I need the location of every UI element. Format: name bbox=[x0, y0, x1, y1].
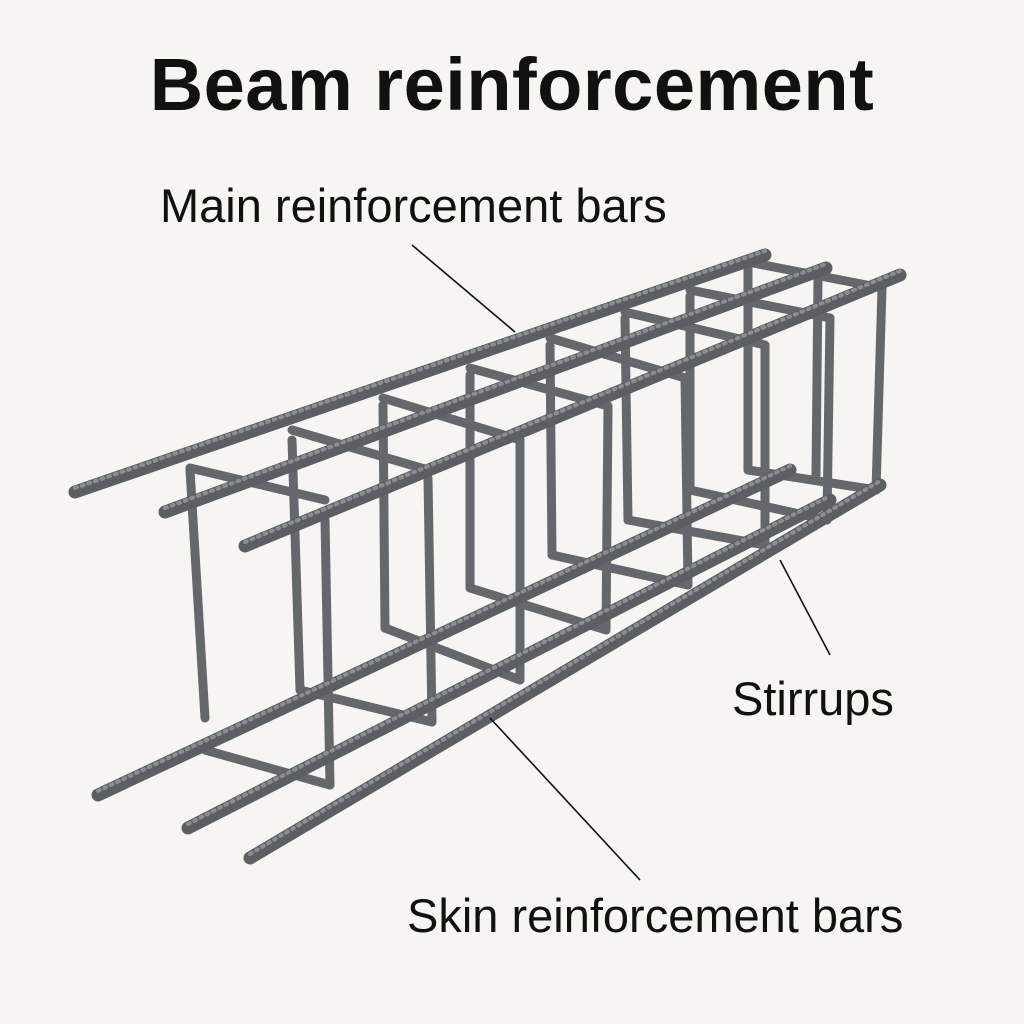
leader-lines bbox=[411, 244, 831, 881]
bottom-longitudinal-bars bbox=[91, 463, 887, 865]
skin-reinforcement-bars-label: Skin reinforcement bars bbox=[407, 889, 904, 942]
skin-bars-leader-line bbox=[489, 717, 641, 881]
top-longitudinal-bars bbox=[68, 248, 907, 553]
rebar-cage bbox=[68, 248, 907, 865]
main-bars-leader-line bbox=[411, 244, 516, 333]
main-reinforcement-bars-label: Main reinforcement bars bbox=[160, 179, 667, 232]
diagram-title: Beam reinforcement bbox=[149, 43, 875, 126]
stirrups-label: Stirrups bbox=[732, 672, 894, 725]
stirrups-leader-line bbox=[779, 559, 831, 656]
